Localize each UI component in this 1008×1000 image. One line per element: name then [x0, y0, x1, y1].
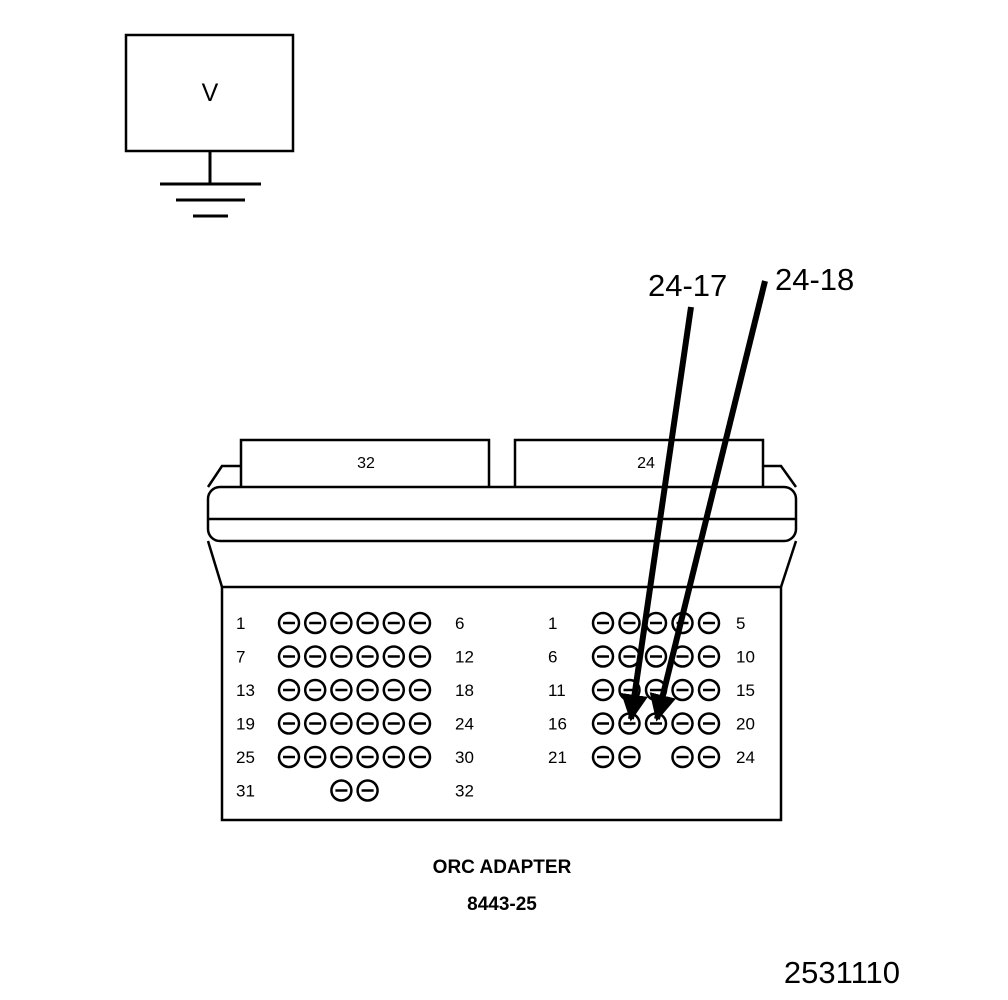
pin-socket — [697, 645, 721, 668]
adapter-part-number: 8443-25 — [467, 894, 537, 915]
pin-socket — [303, 712, 327, 735]
left-header-label: 32 — [357, 455, 375, 472]
housing-top — [206, 485, 798, 543]
pin-row-start-label: 1 — [548, 614, 557, 633]
pin-row-end-label: 24 — [736, 748, 755, 767]
pin-row-start-label: 11 — [548, 681, 566, 700]
ground-icon — [160, 151, 261, 218]
pin-socket — [591, 712, 615, 735]
pin-socket — [330, 611, 353, 635]
pin-socket — [382, 645, 406, 668]
pin-row-start-label: 7 — [236, 648, 245, 667]
pin-socket — [408, 645, 432, 668]
pin-row-start-label: 1 — [236, 614, 245, 633]
pin-socket — [591, 745, 615, 769]
pin-row-end-label: 24 — [455, 715, 474, 734]
pin-socket — [697, 745, 721, 769]
pin-row-end-label: 12 — [455, 648, 474, 667]
pin-socket — [408, 712, 432, 735]
pin-socket — [591, 611, 615, 635]
pin-socket — [277, 745, 301, 769]
pin-socket — [644, 645, 668, 668]
pin-socket — [382, 745, 406, 769]
pin-socket — [303, 745, 327, 769]
pin-socket — [330, 779, 353, 802]
pin-socket — [277, 611, 301, 635]
pin-socket — [330, 745, 353, 769]
pin-socket — [697, 611, 721, 635]
pin-socket — [277, 678, 301, 702]
orc-adapter-connector — [206, 438, 798, 822]
pin-socket — [356, 611, 379, 635]
pin-socket — [382, 678, 406, 702]
pin-row-end-label: 6 — [455, 614, 464, 633]
pin-face — [220, 585, 783, 822]
pin-socket — [591, 645, 615, 668]
pin-row-start-label: 19 — [236, 715, 255, 734]
pin-row-start-label: 25 — [236, 748, 255, 767]
pin-row-end-label: 5 — [736, 614, 745, 633]
left-header-outline — [239, 438, 491, 487]
pin-socket — [356, 712, 379, 735]
pin-row-start-label: 16 — [548, 715, 567, 734]
probe-24-18: 24-18 — [649, 262, 854, 722]
pin-socket — [303, 645, 327, 668]
adapter-name: ORC ADAPTER — [433, 857, 572, 878]
pin-socket — [382, 611, 406, 635]
pin-socket — [697, 678, 721, 702]
pin-socket — [697, 712, 721, 735]
pin-socket — [618, 611, 641, 635]
probe-label: 24-18 — [775, 262, 854, 297]
left-pin-field: 1 6 7 12 13 18 19 24 25 30 31 32 — [236, 611, 474, 802]
pin-socket — [277, 645, 301, 668]
pin-socket — [356, 745, 379, 769]
pin-row-start-label: 6 — [548, 648, 557, 667]
pin-socket — [303, 611, 327, 635]
right-header-outline — [513, 438, 765, 487]
probe-label: 24-17 — [648, 268, 727, 303]
probe-lead — [649, 280, 768, 722]
probe-lead — [621, 306, 694, 722]
pin-row-end-label: 15 — [736, 681, 755, 700]
pin-socket — [408, 745, 432, 769]
pin-socket — [671, 712, 694, 735]
housing-ledge-right — [763, 464, 798, 488]
pin-socket — [277, 712, 301, 735]
voltmeter: V — [124, 33, 295, 218]
pin-row-start-label: 21 — [548, 748, 567, 767]
figure-number: 2531110 — [784, 955, 900, 990]
pin-row-end-label: 32 — [455, 782, 474, 801]
voltmeter-symbol: V — [202, 79, 219, 107]
pin-row-end-label: 18 — [455, 681, 474, 700]
pin-socket — [356, 645, 379, 668]
pin-row-start-label: 13 — [236, 681, 255, 700]
pin-socket — [618, 745, 641, 769]
pin-socket — [382, 712, 406, 735]
pin-socket — [356, 678, 379, 702]
pin-row-end-label: 20 — [736, 715, 755, 734]
pin-socket — [303, 678, 327, 702]
pin-socket — [330, 645, 353, 668]
pin-socket — [356, 779, 379, 802]
probe-24-17: 24-17 — [621, 268, 727, 722]
pin-socket — [591, 678, 615, 702]
pin-row-start-label: 31 — [236, 782, 255, 801]
pin-socket — [408, 611, 432, 635]
pin-socket — [671, 678, 694, 702]
housing-ledge-left — [206, 464, 241, 488]
pin-socket — [671, 745, 694, 769]
pin-row-end-label: 30 — [455, 748, 474, 767]
pin-row-end-label: 10 — [736, 648, 755, 667]
pin-socket — [330, 678, 353, 702]
right-header-label: 24 — [637, 455, 655, 472]
pin-socket — [330, 712, 353, 735]
pin-socket — [408, 678, 432, 702]
